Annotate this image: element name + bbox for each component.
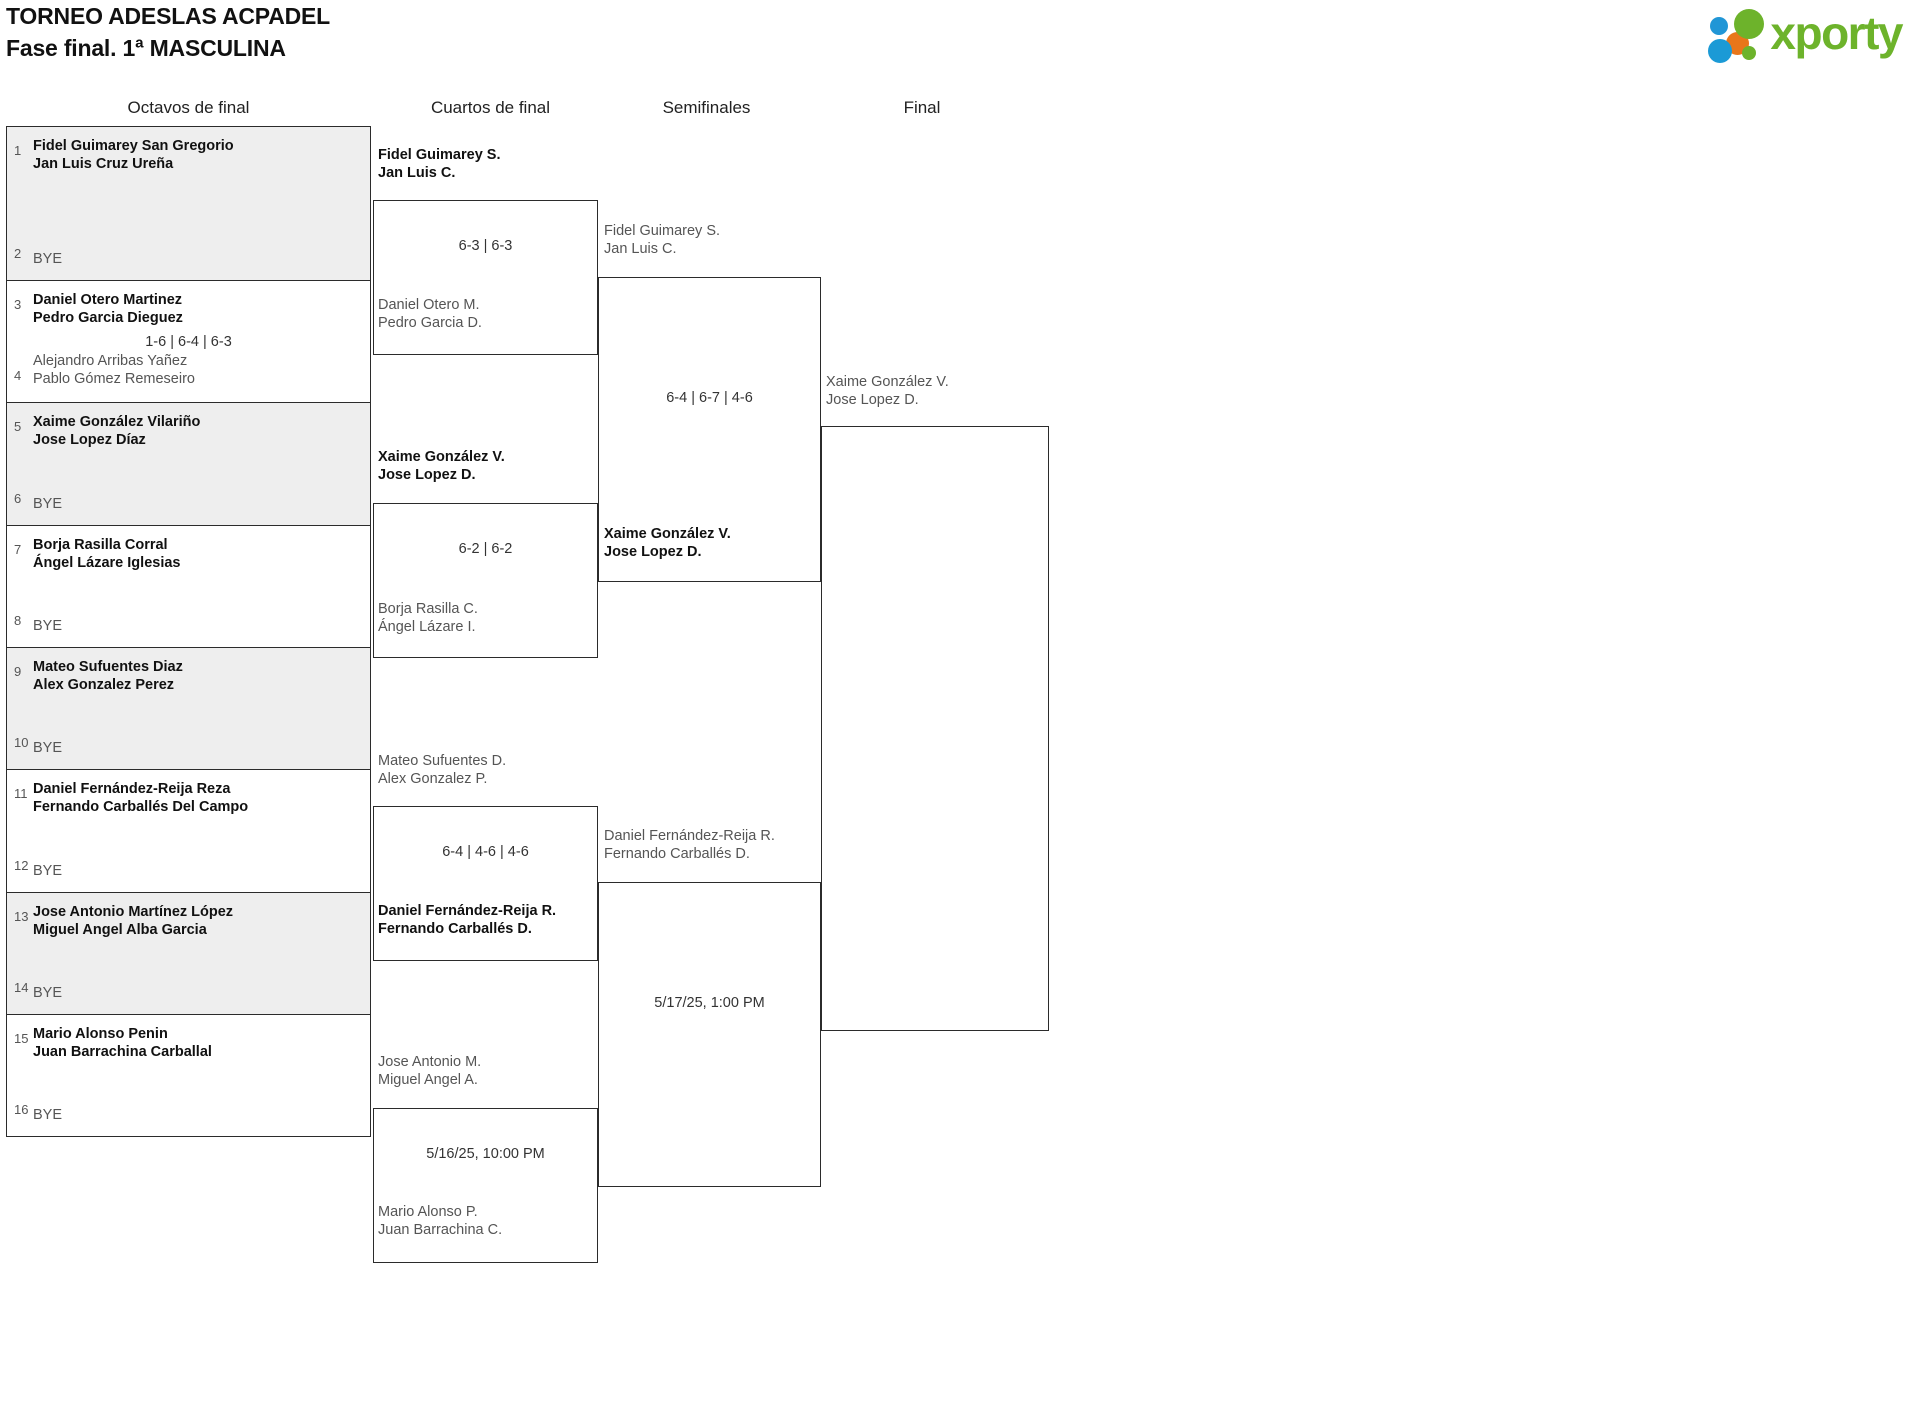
round3-match-1-box[interactable]: 6-4 | 6-7 | 4-6 [598,277,821,582]
round-header-semifinales: Semifinales [662,98,751,117]
page-title: TORNEO ADESLAS ACPADEL Fase final. 1ª MA… [6,0,330,64]
round2-team-2-bot: Borja Rasilla C. Ángel Lázare I. [378,601,478,635]
round1-team-bot: BYE [33,863,63,879]
seed-number: 5 [14,419,22,434]
seed-number: 13 [14,909,29,924]
round2-team-4-top: Jose Antonio M. Miguel Angel A. [378,1054,482,1088]
round1-team-top: Jose Antonio Martínez López Miguel Angel… [33,904,234,938]
round3-match-2-box[interactable]: 5/17/25, 1:00 PM [598,882,821,1187]
round1-score: 1-6 | 6-4 | 6-3 [145,334,232,350]
round1-column: 1 Fidel Guimarey San Gregorio Jan Luis C… [6,126,371,1137]
round2-team-3-top: Mateo Sufuentes D. Alex Gonzalez P. [378,753,507,787]
round1-team-bot: BYE [33,985,63,1001]
seed-number: 11 [14,786,28,801]
round3-team-1-top: Fidel Guimarey S. Jan Luis C. [604,223,721,257]
round1-match-1[interactable]: 1 Fidel Guimarey San Gregorio Jan Luis C… [6,126,371,281]
round-header-cuartos: Cuartos de final [430,98,551,117]
round2-score: 6-2 | 6-2 [458,541,513,557]
round2-score: 6-4 | 4-6 | 4-6 [442,844,529,860]
seed-number: 2 [14,246,22,261]
round1-match-8[interactable]: 15 Mario Alonso Penin Juan Barrachina Ca… [6,1015,371,1137]
round2-score: 5/16/25, 10:00 PM [426,1146,545,1162]
seed-number: 10 [14,735,29,750]
round3-team-2-top: Daniel Fernández-Reija R. Fernando Carba… [604,828,775,862]
seed-number: 6 [14,491,22,506]
seed-number: 14 [14,980,29,995]
round2-team-1-top: Fidel Guimarey S. Jan Luis C. [378,147,501,181]
round1-team-bot: Alejandro Arribas Yañez Pablo Gómez Reme… [33,353,195,387]
tournament-phase: Fase final. 1ª MASCULINA [6,35,286,61]
round3-team-1-bot: Xaime González V. Jose Lopez D. [604,526,731,560]
tournament-name: TORNEO ADESLAS ACPADEL [6,3,331,29]
seed-number: 7 [14,542,22,557]
round-header-final: Final [903,98,941,117]
round1-team-top: Daniel Fernández-Reija Reza Fernando Car… [33,781,249,815]
round1-team-top: Fidel Guimarey San Gregorio Jan Luis Cru… [33,138,234,172]
round-header-octavos: Octavos de final [127,98,250,117]
round1-match-6[interactable]: 11 Daniel Fernández-Reija Reza Fernando … [6,770,371,893]
round1-match-7[interactable]: 13 Jose Antonio Martínez López Miguel An… [6,893,371,1015]
round4-team-top: Xaime González V. Jose Lopez D. [826,374,949,408]
round1-match-3[interactable]: 5 Xaime González Vilariño Jose Lopez Día… [6,403,371,526]
xporty-dots-icon [1708,6,1766,63]
round1-match-5[interactable]: 9 Mateo Sufuentes Diaz Alex Gonzalez Per… [6,648,371,770]
seed-number: 8 [14,613,22,628]
round2-match-2-box[interactable]: 6-2 | 6-2 [373,503,598,658]
xporty-logo: xporty [1708,6,1903,63]
round1-team-top: Mateo Sufuentes Diaz Alex Gonzalez Perez [33,659,183,693]
round1-team-top: Daniel Otero Martinez Pedro Garcia Diegu… [33,292,183,326]
round1-team-bot: BYE [33,740,63,756]
round2-match-4-box[interactable]: 5/16/25, 10:00 PM [373,1108,598,1263]
seed-number: 16 [14,1102,29,1117]
round1-team-bot: BYE [33,251,63,267]
seed-number: 4 [14,368,22,383]
round2-team-4-bot: Mario Alonso P. Juan Barrachina C. [378,1204,503,1238]
round3-score: 6-4 | 6-7 | 4-6 [666,390,753,406]
round3-score: 5/17/25, 1:00 PM [654,995,765,1011]
round2-match-3-box[interactable]: 6-4 | 4-6 | 4-6 [373,806,598,961]
round2-team-2-top: Xaime González V. Jose Lopez D. [378,449,505,483]
seed-number: 12 [14,858,29,873]
round1-team-bot: BYE [33,618,63,634]
seed-number: 3 [14,297,22,312]
seed-number: 1 [14,143,22,158]
round2-team-1-bot: Daniel Otero M. Pedro Garcia D. [378,297,482,331]
round1-team-top: Xaime González Vilariño Jose Lopez Díaz [33,414,201,448]
round1-match-4[interactable]: 7 Borja Rasilla Corral Ángel Lázare Igle… [6,526,371,648]
round1-team-bot: BYE [33,1107,63,1123]
round1-match-2[interactable]: 3 Daniel Otero Martinez Pedro Garcia Die… [6,281,371,403]
round4-match-box[interactable] [821,426,1049,1031]
seed-number: 9 [14,664,22,679]
round1-team-top: Borja Rasilla Corral Ángel Lázare Iglesi… [33,537,181,571]
xporty-wordmark: xporty [1770,7,1903,59]
round1-team-top: Mario Alonso Penin Juan Barrachina Carba… [33,1026,212,1060]
round2-score: 6-3 | 6-3 [458,238,513,254]
round2-team-3-bot: Daniel Fernández-Reija R. Fernando Carba… [378,903,557,937]
round1-team-bot: BYE [33,496,63,512]
round2-match-1-box[interactable]: 6-3 | 6-3 [373,200,598,355]
seed-number: 15 [14,1031,29,1046]
